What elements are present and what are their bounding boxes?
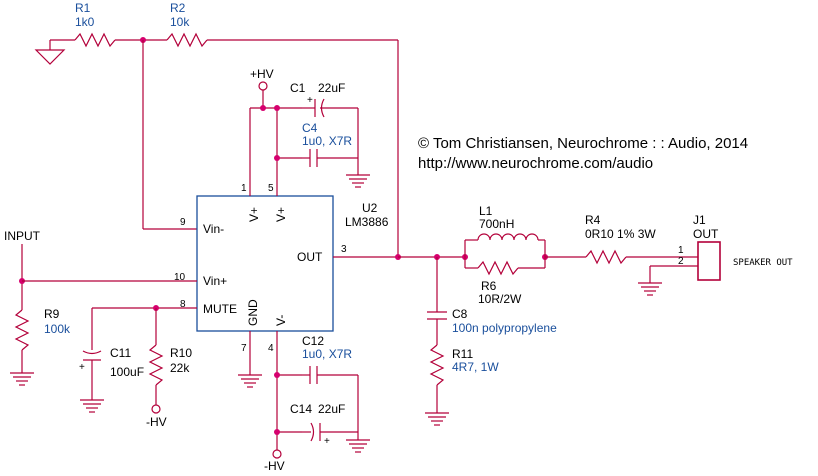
pin-number-7: 7: [241, 343, 247, 354]
pin-label-mute: MUTE: [203, 302, 237, 316]
junction-dot: [274, 105, 280, 111]
hv-minus-terminal: [272, 449, 282, 459]
c12-ref: C12: [302, 334, 324, 348]
hv-minus-label-bottom: -HV: [264, 459, 285, 473]
pin-label-v-plus-5: V+: [274, 207, 288, 222]
c12-capacitor: [302, 366, 358, 384]
c1-c4-ground-symbol: [346, 174, 370, 188]
pin-label-vin-minus: Vin-: [203, 222, 224, 236]
r9-value: 100k: [44, 322, 71, 336]
c11-electrolytic-capacitor: +: [79, 350, 102, 400]
r6-value: 10R/2W: [478, 292, 522, 306]
svg-text:+: +: [79, 362, 85, 373]
copyright-line: © Tom Christiansen, Neurochrome : : Audi…: [418, 135, 748, 152]
r6-resistor: [477, 260, 519, 276]
svg-text:+: +: [307, 95, 313, 106]
r6-ref: R6: [481, 279, 497, 293]
svg-text:+: +: [324, 436, 330, 447]
pin-label-out: OUT: [297, 250, 323, 264]
r11-ref: R11: [452, 347, 473, 361]
j1-connector-body: [697, 241, 721, 281]
c1-electrolytic-capacitor: +: [302, 95, 358, 118]
pin-number-8: 8: [180, 299, 186, 310]
c4-value: 1u0, X7R: [302, 134, 352, 148]
r11-ground-symbol: [425, 412, 449, 426]
r1-ground-symbol: [34, 40, 66, 65]
ic-gnd-ground-symbol: [238, 374, 262, 388]
c11-ground-symbol: [80, 399, 104, 413]
hv-minus-label-mute: -HV: [146, 415, 167, 429]
pin-number-1: 1: [241, 183, 247, 194]
r4-value: 0R10 1% 3W: [585, 227, 656, 241]
c1-ref: C1: [290, 81, 306, 95]
hv-minus-terminal-mute: [151, 404, 161, 414]
j1-ref: J1: [693, 213, 706, 227]
c8-capacitor: [427, 311, 447, 320]
pin-label-vin-plus: Vin+: [203, 274, 227, 288]
pin-label-gnd: GND: [246, 299, 260, 326]
r9-resistor: [14, 309, 30, 351]
l1-value: 700nH: [479, 217, 514, 231]
junction-dot: [274, 372, 280, 378]
hv-plus-terminal: [258, 81, 268, 108]
pin-number-3: 3: [341, 244, 347, 255]
pin-number-9: 9: [180, 217, 186, 228]
c1-value: 22uF: [318, 81, 345, 95]
r10-ref: R10: [170, 346, 192, 360]
c8-ref: C8: [452, 307, 468, 321]
r11-resistor: [429, 344, 445, 386]
pin-label-v-minus: V-: [274, 315, 288, 326]
r10-resistor: [148, 344, 164, 386]
r2-value: 10k: [170, 15, 190, 29]
r2-ref: R2: [170, 1, 186, 15]
u2-ref: U2: [362, 201, 378, 215]
l1-ref: L1: [479, 204, 493, 218]
c4-capacitor: [302, 149, 358, 167]
r11-value: 4R7, 1W: [452, 360, 499, 374]
c8-value: 100n polypropylene: [452, 321, 557, 335]
junction-dot: [260, 105, 266, 111]
r1-value: 1k0: [75, 15, 95, 29]
j1-pin2-number: 2: [678, 256, 684, 267]
c14-electrolytic-capacitor: +: [302, 422, 358, 447]
pin-number-10: 10: [174, 272, 186, 283]
r4-ref: R4: [585, 213, 601, 227]
r1-ref: R1: [75, 1, 91, 15]
j1-value: OUT: [693, 227, 719, 241]
pin-label-v-plus-1: V+: [247, 207, 261, 222]
c12-value: 1u0, X7R: [302, 347, 352, 361]
u2-value: LM3886: [345, 215, 389, 229]
pin-number-5: 5: [268, 183, 274, 194]
r9-ref: R9: [44, 307, 60, 321]
copyright-url: http://www.neurochrome.com/audio: [418, 155, 653, 172]
junction-dot: [274, 155, 280, 161]
r4-resistor: [585, 249, 627, 265]
pin-number-4: 4: [268, 343, 274, 354]
hv-plus-label: +HV: [250, 67, 274, 81]
c14-value: 22uF: [318, 402, 345, 416]
c14-ref: C14: [290, 402, 312, 416]
r2-resistor: [166, 32, 208, 48]
r9-ground-symbol: [10, 372, 34, 386]
speaker-out-label: SPEAKER OUT: [733, 258, 793, 268]
j1-ground-symbol: [638, 282, 662, 296]
c11-value: 100uF: [110, 365, 144, 379]
c12-c14-ground-symbol: [346, 439, 370, 453]
c11-ref: C11: [110, 346, 131, 360]
u2-ic-body: [196, 195, 334, 332]
c4-ref: C4: [302, 121, 318, 135]
junction-dot: [274, 429, 280, 435]
j1-pin1-number: 1: [678, 245, 684, 256]
l1-inductor: [477, 233, 539, 241]
r1-resistor: [74, 32, 116, 48]
r10-value: 22k: [170, 361, 190, 375]
input-label: INPUT: [4, 229, 41, 243]
